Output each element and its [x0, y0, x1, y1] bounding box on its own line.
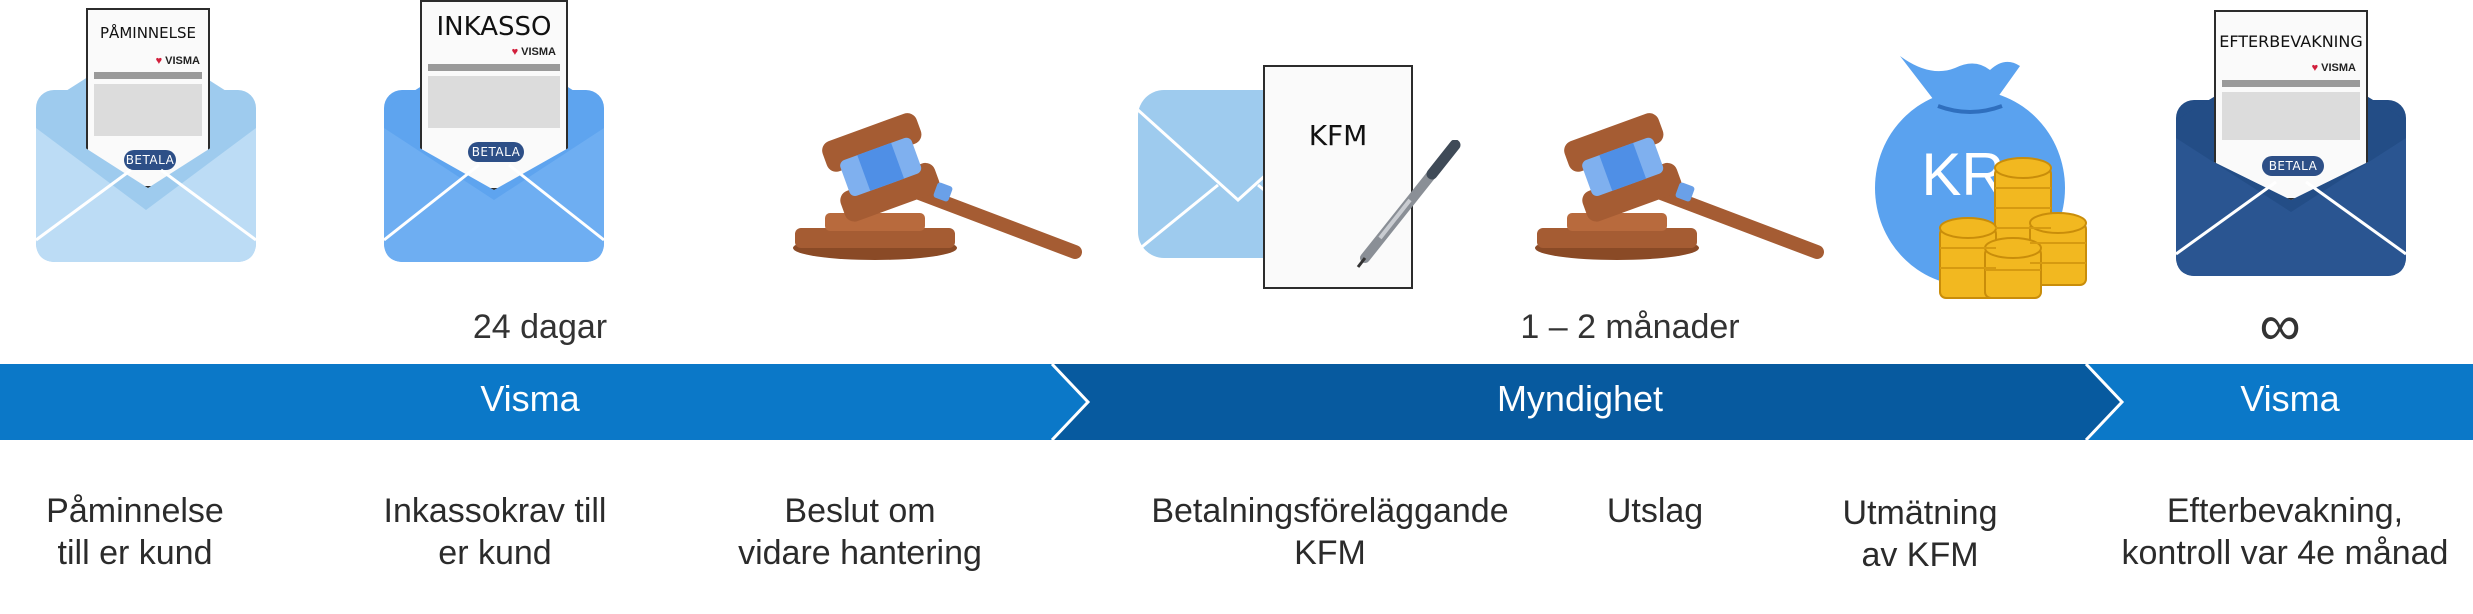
gavel-icon [1535, 113, 1824, 260]
step-reminder: Påminnelse till er kund [46, 492, 224, 572]
money-bag-group: KR [1860, 48, 2120, 308]
coins-icon [1939, 157, 2087, 299]
step-monitoring: Efterbevakning, kontroll var 4e månad [2121, 492, 2449, 572]
phase-visma: Visma [480, 378, 580, 419]
letter-gray-bar [94, 72, 202, 79]
phase-authority: Myndighet [1496, 378, 1664, 419]
step-judgment: Utslag [1606, 492, 1704, 530]
visma-logo: ♥ VISMA [511, 46, 556, 58]
money-bag-label: KR [1921, 141, 2005, 208]
letter-gray-bar [2222, 80, 2360, 87]
envelope-flap [2176, 138, 2406, 276]
visma-logo: ♥ VISMA [2311, 62, 2356, 74]
kfm-document: KFM [1263, 65, 1413, 289]
collection-letter-title: INKASSO [436, 12, 552, 42]
collection-envelope: INKASSO ♥ VISMA BETALA [384, 0, 604, 265]
pay-button[interactable]: BETALA [468, 142, 524, 162]
collection-letter: INKASSO ♥ VISMA BETALA [420, 0, 568, 190]
reminder-letter: PÅMINNELSE ♥ VISMA BETALA [86, 8, 210, 188]
reminder-letter-title: PÅMINNELSE [100, 24, 196, 42]
pay-button[interactable]: BETALA [124, 150, 176, 170]
infinity-icon: ∞ [2259, 293, 2301, 358]
visma-logo: ♥ VISMA [155, 55, 200, 67]
reminder-envelope: PÅMINNELSE ♥ VISMA BETALA [36, 0, 256, 265]
pay-button[interactable]: BETALA [2262, 156, 2324, 176]
monitoring-letter: EFTERBEVAKNING ♥ VISMA BETALA [2214, 10, 2368, 200]
step-collection-claim: Inkassokrav till er kund [383, 492, 607, 572]
envelope-flap [36, 128, 256, 262]
letter-gray-box [428, 76, 560, 128]
gavel-icon [793, 113, 1082, 260]
letter-gray-box [94, 84, 202, 136]
kfm-document-title: KFM [1308, 119, 1368, 152]
step-enforcement: Utmätning av KFM [1842, 494, 1998, 574]
letter-gray-box [2222, 92, 2360, 140]
phase-visma-monitoring: Visma [2240, 378, 2340, 419]
phase-band [0, 364, 2473, 440]
envelope-flap [384, 128, 604, 262]
timing-authority: 1 – 2 månader [1520, 308, 1740, 346]
monitoring-envelope: EFTERBEVAKNING ♥ VISMA BETALA [2176, 0, 2406, 278]
letter-gray-bar [428, 64, 560, 71]
step-decision: Beslut om vidare hantering [738, 492, 982, 572]
step-payment-order: Betalningsföreläggande KFM [1151, 492, 1509, 572]
pen-icon [1356, 140, 1461, 268]
monitoring-letter-title: EFTERBEVAKNING [2219, 32, 2363, 51]
timing-collection: 24 dagar [472, 308, 608, 346]
